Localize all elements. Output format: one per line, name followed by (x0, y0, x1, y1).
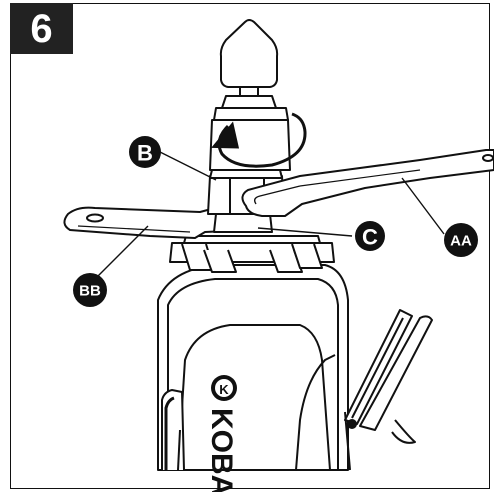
callout-aa: AA (444, 223, 478, 257)
housing-collar (169, 235, 335, 273)
svg-text:C: C (362, 225, 378, 250)
clockwise-arrow-icon (211, 112, 307, 168)
callout-b: B (129, 136, 161, 168)
wrench-aa (241, 149, 494, 217)
callout-c: C (355, 221, 385, 251)
brand-logo: K (211, 375, 237, 401)
svg-text:B: B (137, 141, 153, 166)
panel-border (10, 3, 490, 489)
callout-bb: BB (73, 273, 107, 307)
step-number-badge: 6 (10, 3, 73, 54)
brand-logo-letter: K (219, 382, 229, 397)
throttle-lever (344, 309, 433, 471)
die-grinder-body (157, 264, 349, 471)
svg-text:AA: AA (450, 233, 472, 250)
svg-text:BB: BB (79, 283, 101, 300)
brand-name: KOBA (205, 408, 238, 492)
leader-lines (91, 151, 445, 283)
